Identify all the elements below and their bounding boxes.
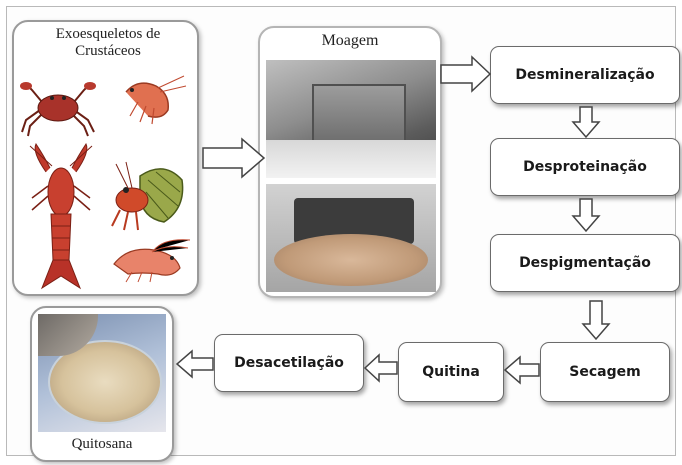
arrow-left-to-chitosan	[176, 350, 214, 378]
chitosan-photo	[38, 314, 166, 432]
arrow-right-to-demineralization	[440, 56, 492, 92]
demineralization-box: Desmineralização	[490, 46, 680, 104]
grinding-panel: Moagem	[258, 26, 442, 298]
deproteinization-box: Desproteinação	[490, 138, 680, 196]
grinder-top-photo	[266, 60, 436, 178]
arrow-down-3	[582, 300, 610, 340]
crustaceans-panel: Exoesqueletos de Crustáceos	[12, 20, 199, 296]
lobster-icon	[22, 142, 100, 292]
prawn-icon	[118, 72, 188, 127]
deacetylation-box: Desacetilação	[214, 334, 364, 392]
crab-icon	[18, 78, 98, 138]
depigmentation-box: Despigmentação	[490, 234, 680, 292]
grinder-bottom-photo	[266, 184, 436, 292]
grinding-label: Moagem	[260, 32, 440, 50]
crustaceans-label: Exoesqueletos de Crustáceos	[28, 26, 188, 60]
shrimp-icon	[102, 234, 192, 284]
arrow-left-to-chitin	[504, 356, 540, 384]
chitosan-label: Quitosana	[32, 436, 172, 453]
arrow-down-2	[572, 198, 600, 232]
hermit-crab-icon	[106, 156, 188, 234]
drying-box: Secagem	[540, 342, 670, 402]
arrow-down-1	[572, 106, 600, 138]
arrow-right-to-grinding	[202, 138, 266, 178]
chitin-box: Quitina	[398, 342, 504, 402]
arrow-left-to-deacetylation	[364, 354, 398, 382]
chitosan-panel: Quitosana	[30, 306, 174, 462]
